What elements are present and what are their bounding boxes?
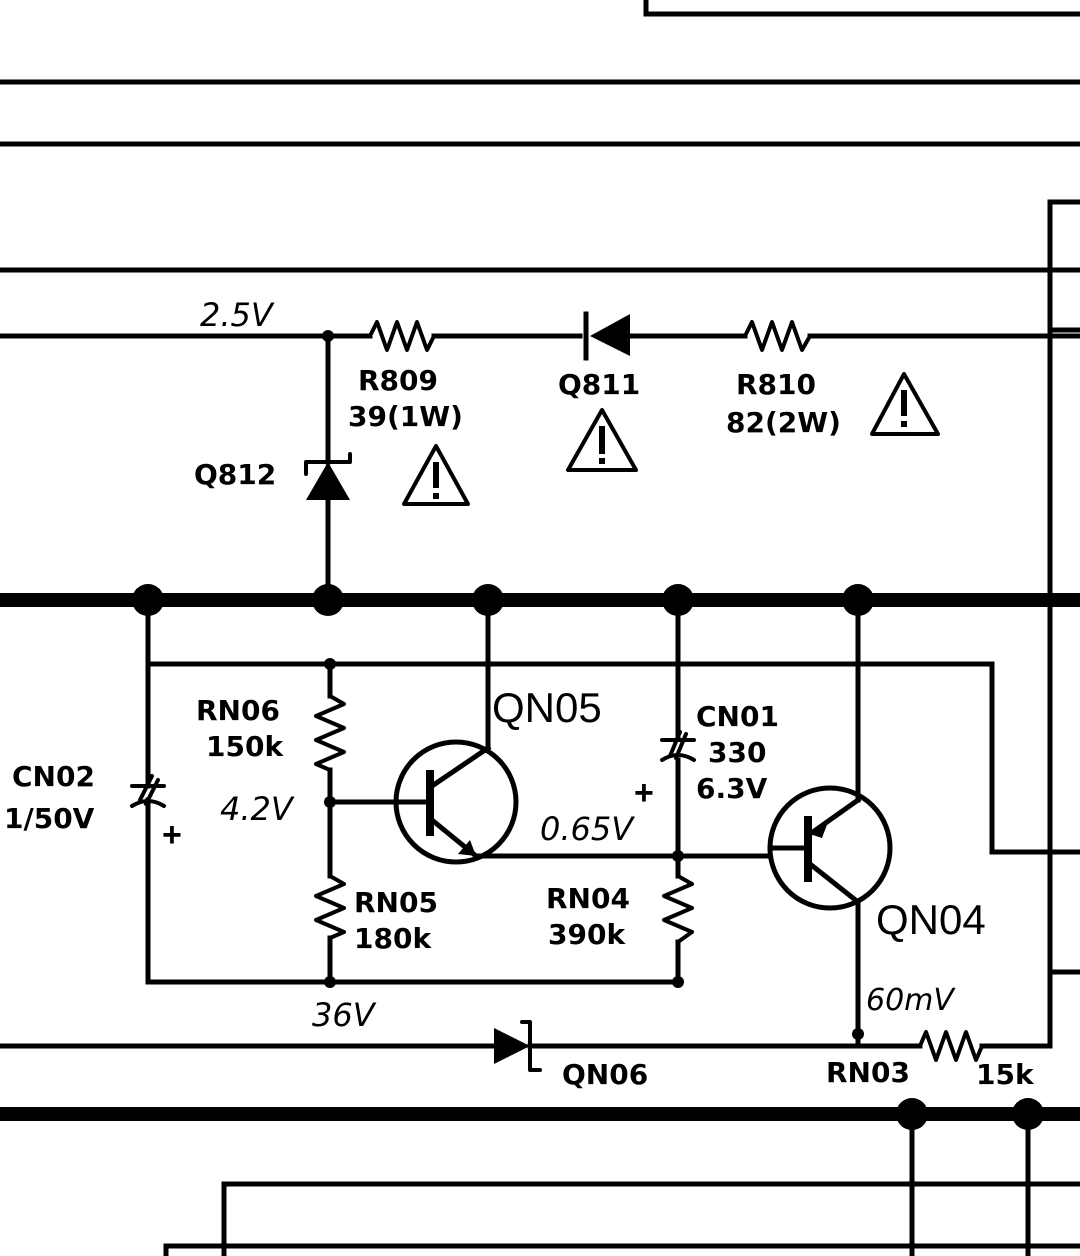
cn01-rating: 6.3V bbox=[696, 772, 768, 805]
r809-value: 39(1W) bbox=[348, 400, 463, 433]
cn01-value: 330 bbox=[708, 736, 766, 769]
r810-ref: R810 bbox=[736, 368, 816, 401]
warning-icon bbox=[870, 372, 940, 436]
rn03-ref: RN03 bbox=[826, 1056, 910, 1089]
diode-q811-symbol bbox=[583, 311, 630, 361]
rn06-ref: RN06 bbox=[196, 694, 280, 727]
top-rail bbox=[0, 311, 1080, 361]
r810-value: 82(2W) bbox=[726, 406, 841, 439]
voltage-label-top: 2.5V bbox=[200, 296, 275, 334]
capacitor-cn02-symbol bbox=[130, 774, 166, 808]
middle-wiring bbox=[145, 597, 1080, 1040]
rn04-ref: RN04 bbox=[546, 882, 630, 915]
qn04-ref: QN04 bbox=[876, 896, 986, 943]
resistor-r809-symbol bbox=[368, 320, 436, 352]
cn02-value: 1/50V bbox=[4, 802, 95, 835]
transistor-qn05-symbol bbox=[393, 739, 519, 865]
q811-ref: Q811 bbox=[558, 368, 640, 401]
voltage-label-base: 4.2V bbox=[220, 790, 295, 828]
polarity-plus-cn02: + bbox=[162, 816, 182, 854]
warning-icon bbox=[402, 444, 470, 506]
voltage-label-bottom: 36V bbox=[312, 996, 377, 1034]
rn06-value: 150k bbox=[206, 730, 284, 763]
transistor-qn04-symbol bbox=[767, 785, 893, 911]
rn04-value: 390k bbox=[548, 918, 626, 951]
capacitor-cn01-symbol bbox=[660, 730, 696, 762]
qn05-ref: QN05 bbox=[492, 684, 602, 731]
cn02-ref: CN02 bbox=[12, 760, 95, 793]
resistor-rn06-symbol bbox=[314, 694, 346, 772]
bottom-rail bbox=[0, 1020, 1053, 1072]
voltage-label-emitter: 0.65V bbox=[540, 810, 635, 848]
polarity-plus-cn01: + bbox=[634, 774, 654, 812]
resistor-rn05-symbol bbox=[314, 874, 346, 940]
q812-ref: Q812 bbox=[194, 458, 276, 491]
cn01-ref: CN01 bbox=[696, 700, 779, 733]
resistor-rn03-symbol bbox=[918, 1030, 984, 1062]
r809-ref: R809 bbox=[358, 364, 438, 397]
rn03-value: 15k bbox=[976, 1058, 1035, 1091]
qn06-ref: QN06 bbox=[562, 1058, 648, 1091]
rn05-ref: RN05 bbox=[354, 886, 438, 919]
voltage-label-rn03: 60mV bbox=[866, 983, 956, 1018]
rn05-value: 180k bbox=[354, 922, 432, 955]
warning-icon bbox=[566, 408, 638, 472]
resistor-rn04-symbol bbox=[662, 874, 694, 944]
resistor-r810-symbol bbox=[743, 320, 812, 352]
zener-q812-symbol bbox=[304, 333, 352, 603]
